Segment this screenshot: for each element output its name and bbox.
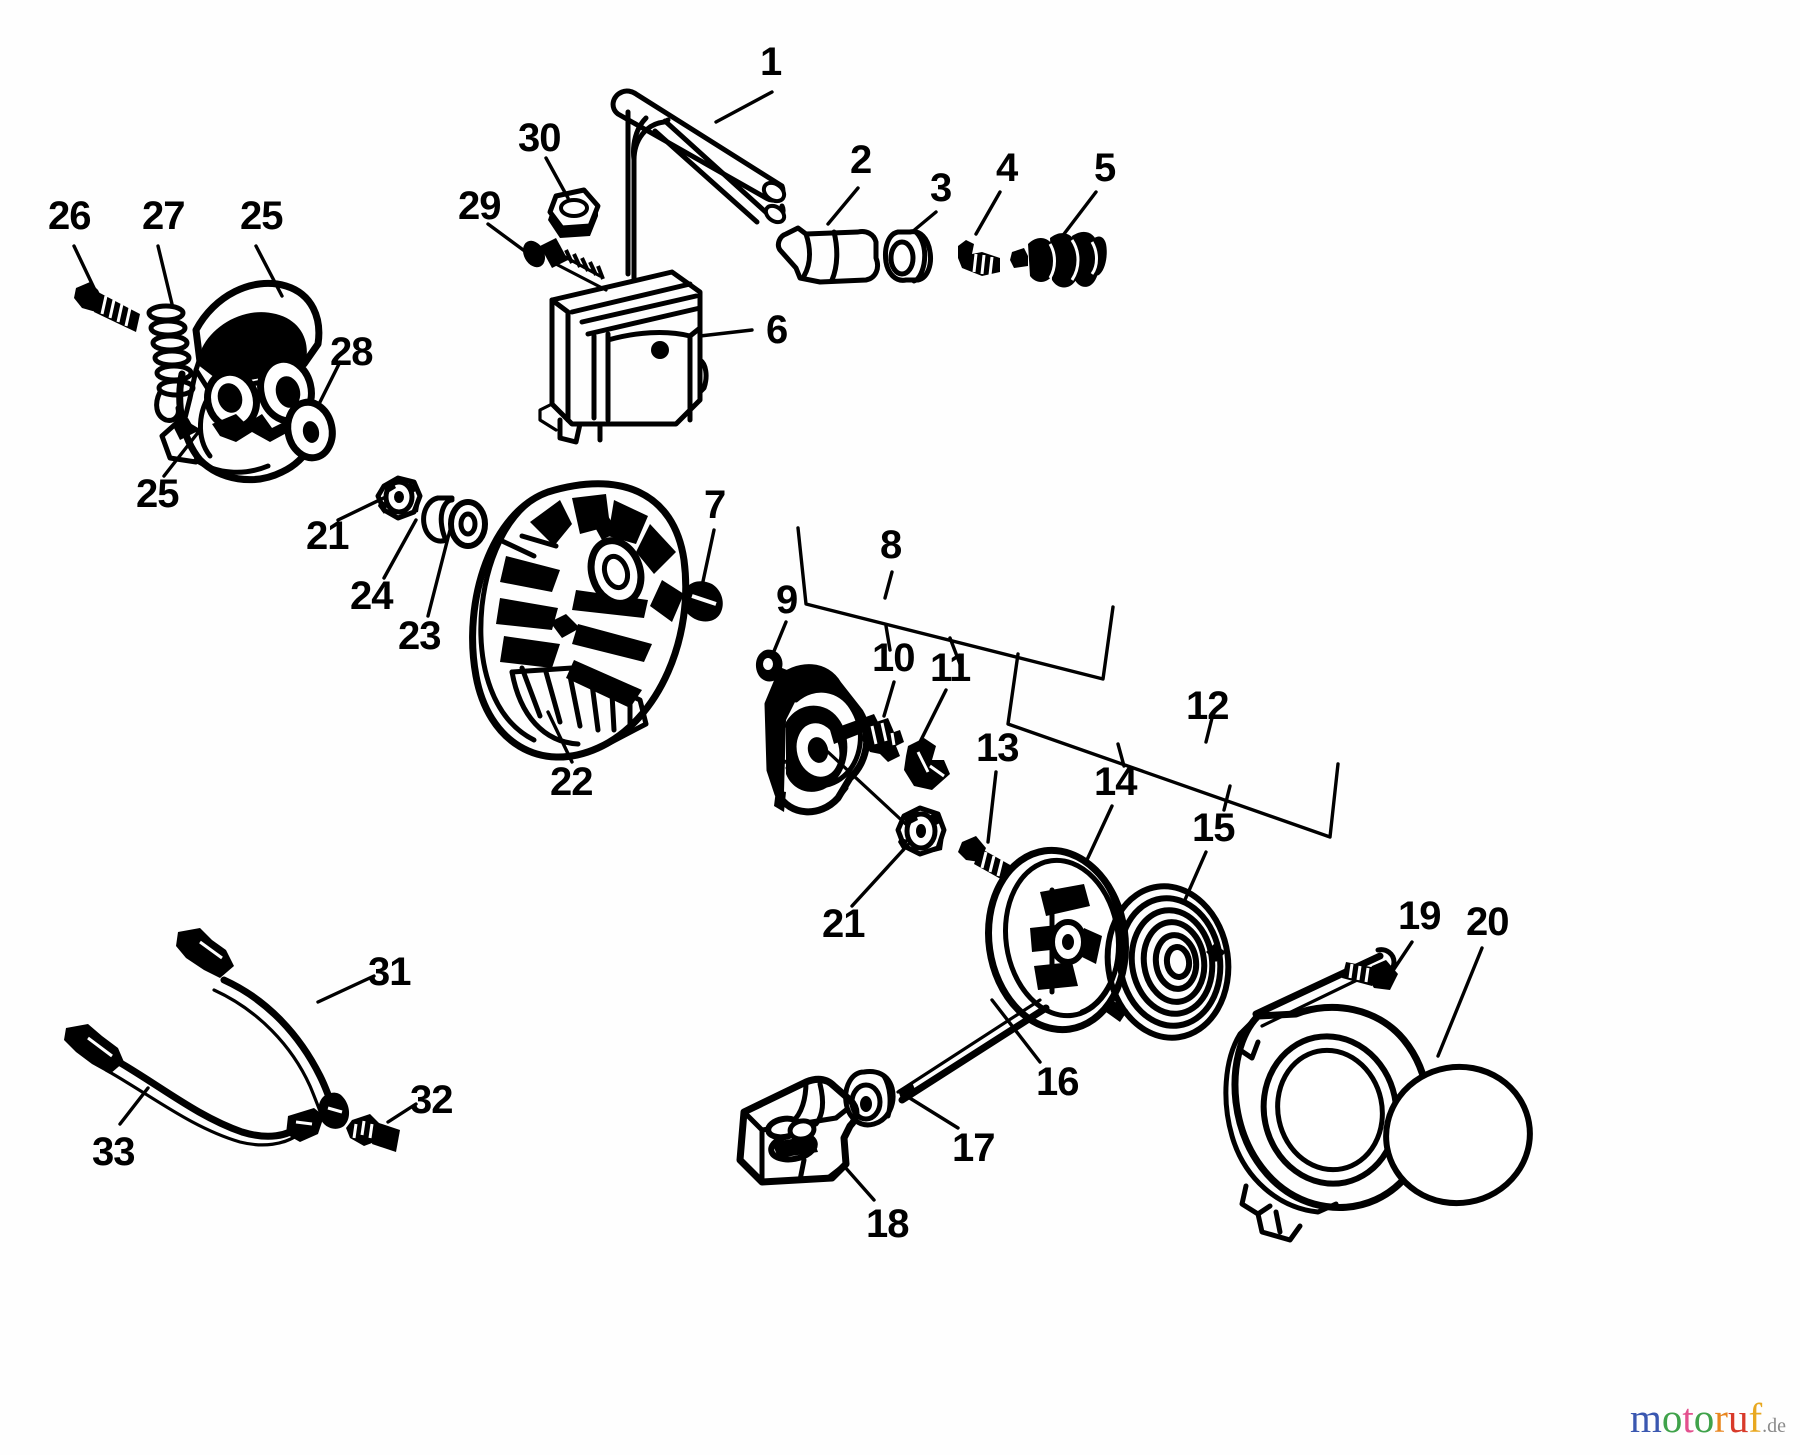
callout-label-21b: 21	[822, 902, 865, 946]
watermark-letter-r: r	[1714, 1395, 1728, 1441]
callout-label-10: 10	[872, 636, 915, 680]
part-ignition-coil-module	[538, 269, 709, 445]
callout-label-25a: 25	[240, 194, 283, 238]
motoruf-watermark: motoruf.de	[1630, 1398, 1786, 1439]
callout-label-11: 11	[930, 646, 971, 690]
watermark-letter-f: f	[1748, 1395, 1763, 1441]
part-clutch-assembly	[764, 664, 912, 830]
part-screw-26	[74, 282, 140, 332]
callout-label-28: 28	[330, 330, 373, 374]
callout-label-2: 2	[850, 138, 872, 182]
callout-label-6: 6	[766, 308, 788, 352]
part-trigger-spring	[146, 303, 196, 423]
part-nut-21b	[895, 805, 947, 857]
part-spark-plug-boot	[775, 225, 881, 285]
part-recoil-starter-housing	[1223, 947, 1533, 1243]
part-clutch-spring	[862, 718, 904, 762]
part-handle-bar-tube	[610, 88, 787, 283]
callout-label-8: 8	[880, 523, 902, 567]
callout-label-5: 5	[1094, 146, 1116, 190]
part-starter-cover-plate	[1383, 1063, 1533, 1207]
watermark-letter-t: t	[1682, 1395, 1694, 1441]
leader-lines	[72, 90, 1484, 1202]
callout-label-16: 16	[1036, 1060, 1079, 1104]
part-screw-32	[346, 1114, 400, 1152]
part-washer-28	[284, 398, 336, 462]
watermark-letter-o1: o	[1661, 1395, 1683, 1441]
part-coil-mount-screw	[522, 238, 608, 292]
callout-label-32: 32	[410, 1078, 453, 1122]
callout-label-27: 27	[142, 194, 185, 238]
callout-label-12: 12	[1186, 684, 1229, 728]
watermark-tld: .de	[1762, 1415, 1786, 1437]
part-throttle-trigger	[159, 279, 327, 484]
callout-label-31: 31	[368, 950, 411, 994]
part-recoil-spring	[1104, 883, 1232, 1041]
callout-label-19: 19	[1398, 894, 1441, 938]
part-lock-washer-24	[421, 495, 455, 544]
callout-label-25b: 25	[136, 472, 179, 516]
part-flywheel	[469, 480, 690, 761]
part-clutch-shoe-pawl	[904, 738, 950, 790]
grouping-brackets	[796, 526, 1340, 839]
callout-label-17: 17	[952, 1126, 995, 1170]
callout-label-13: 13	[976, 726, 1019, 770]
part-starter-handle	[736, 1075, 860, 1186]
callout-label-22: 22	[550, 760, 593, 804]
callout-label-4: 4	[996, 146, 1018, 190]
part-starter-rope	[896, 998, 1050, 1104]
part-spark-plug	[1010, 231, 1107, 288]
callout-label-15: 15	[1192, 806, 1235, 850]
callout-label-7: 7	[704, 483, 726, 527]
callout-label-30: 30	[518, 116, 561, 160]
callout-label-14: 14	[1094, 760, 1137, 804]
callout-label-1: 1	[760, 40, 782, 84]
watermark-letter-m: m	[1629, 1395, 1662, 1441]
callout-label-18: 18	[866, 1202, 909, 1246]
callout-label-23: 23	[398, 614, 441, 658]
callout-label-20: 20	[1466, 900, 1509, 944]
watermark-letter-u: u	[1727, 1395, 1749, 1441]
callout-label-26: 26	[48, 194, 91, 238]
callout-label-29: 29	[458, 184, 501, 228]
callout-label-3: 3	[930, 166, 952, 210]
watermark-letter-o2: o	[1693, 1395, 1715, 1441]
part-housing-screw	[1342, 960, 1398, 990]
part-ignition-lead-wire-long	[176, 928, 350, 1129]
callout-label-24: 24	[350, 574, 393, 618]
part-screw-terminal	[958, 240, 1000, 276]
callout-label-33: 33	[92, 1130, 135, 1174]
part-ignition-lead-wire-short	[64, 1024, 324, 1147]
part-flat-washer-23	[448, 499, 488, 549]
part-nut-plate	[547, 187, 601, 238]
part-terminal-nut	[883, 229, 933, 284]
callout-label-9: 9	[776, 578, 798, 622]
part-screw-13	[958, 836, 1012, 882]
part-flywheel-nut	[375, 475, 423, 521]
part-flywheel-key	[682, 581, 723, 622]
callout-label-21a: 21	[306, 514, 349, 558]
